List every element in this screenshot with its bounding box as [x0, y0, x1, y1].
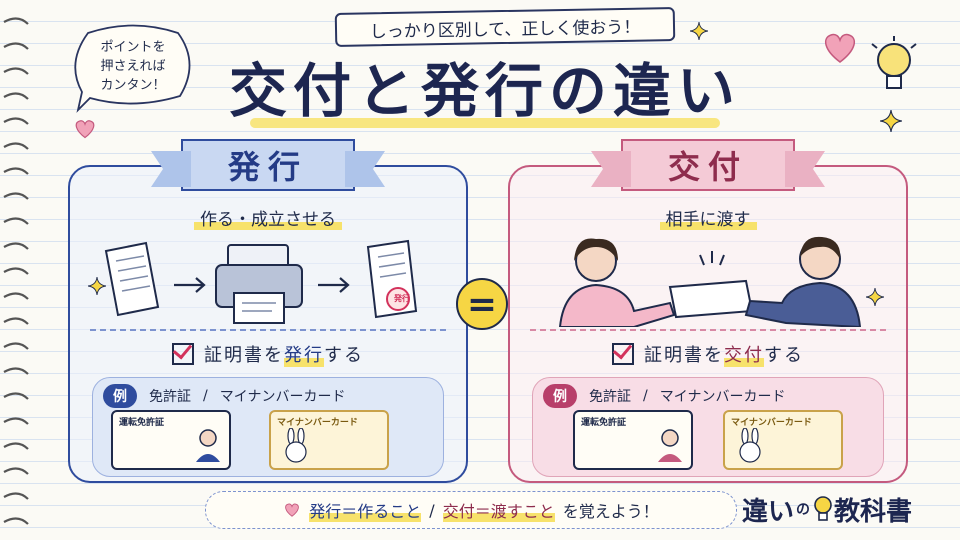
- example-license: 免許証: [589, 389, 631, 405]
- card-title: 運転免許証: [119, 418, 165, 428]
- page-title: 交付と発行の違い: [228, 57, 741, 125]
- checkbox-icon: [172, 343, 194, 365]
- mynumber-card-icon: マイナンバーカード: [269, 410, 389, 470]
- sparkle-icon: [88, 277, 106, 295]
- card-title: 運転免許証: [581, 418, 627, 428]
- tagline-banner: しっかり区別して、正しく使おう！: [334, 7, 676, 47]
- notebook-rings-icon: [3, 17, 29, 525]
- rabbit-icon: [285, 428, 307, 463]
- hakkou-divider: [90, 329, 446, 331]
- hakkou-usage-object: 証明書を: [204, 345, 284, 366]
- koufu-heading: 交付: [621, 139, 795, 191]
- site-logo: 違い の 教科書: [742, 488, 952, 530]
- koufu-divider: [530, 329, 886, 331]
- sparkle-icon: [880, 110, 902, 132]
- title-highlight: [250, 118, 720, 128]
- arrow-right-icon: [174, 277, 206, 293]
- man-icon: [744, 236, 862, 327]
- portrait-icon: [196, 429, 220, 462]
- example-license: 免許証: [149, 389, 191, 405]
- make-process-illustration: [104, 239, 418, 324]
- example-mynumber: マイナンバーカード: [659, 389, 786, 405]
- hakkou-stamp-text: 発行: [394, 294, 410, 303]
- card-title: マイナンバーカード: [277, 418, 358, 428]
- lightbulb-icon: [871, 36, 917, 89]
- footer-koufu: 交付＝渡すこと: [442, 498, 555, 522]
- example-separator: /: [643, 388, 648, 404]
- example-badge: 例: [543, 384, 577, 408]
- koufu-meaning: 相手に渡す: [510, 205, 906, 230]
- mynumber-card-icon: マイナンバーカード: [723, 410, 843, 470]
- license-card-icon: 運転免許証: [573, 410, 693, 470]
- hakkou-panel: 発行 作る・成立させる 発行 証明書を 発行 する: [68, 139, 468, 483]
- example-separator: /: [203, 388, 208, 404]
- woman-icon: [558, 238, 676, 327]
- portrait-icon: [658, 429, 682, 462]
- heart-icon: [824, 33, 856, 63]
- koufu-example-row: 例 免許証 / マイナンバーカード: [543, 384, 873, 408]
- tagline-text: しっかり区別して、正しく使おう！: [369, 17, 641, 42]
- koufu-examples: 例 免許証 / マイナンバーカード 運転免許証 マイナンバーカード: [532, 377, 884, 477]
- logo-word-1: 違い: [742, 496, 795, 527]
- card-title: マイナンバーカード: [731, 418, 812, 428]
- koufu-usage: 証明書を 交付 する: [510, 341, 906, 367]
- hakkou-examples: 例 免許証 / マイナンバーカード 運転免許証 マイナンバーカード: [92, 377, 444, 477]
- hint-bubble: ポイントを 押さえれば カンタン！: [68, 18, 198, 114]
- paper-icon: [668, 251, 754, 319]
- hakkou-example-row: 例 免許証 / マイナンバーカード: [103, 384, 433, 408]
- koufu-panel: 交付 相手に渡す 証明書を 交付 する 例 免許証 / マイナンバーカード: [508, 139, 908, 483]
- lightbulb-icon: [814, 496, 832, 521]
- example-badge: 例: [103, 384, 137, 408]
- bubble-outline-icon: [74, 24, 191, 113]
- hakkou-meaning-text: 作る・成立させる: [194, 210, 342, 230]
- sparkle-icon: [866, 288, 884, 306]
- heart-icon: [75, 120, 95, 139]
- bubble-text: ポイントを 押さえれば カンタン！: [100, 39, 166, 93]
- checkbox-icon: [612, 343, 634, 365]
- footer-hakkou: 発行＝作ること: [309, 498, 422, 522]
- koufu-usage-keyword: 交付: [724, 341, 764, 367]
- handover-illustration: [558, 236, 862, 327]
- koufu-usage-suffix: する: [764, 345, 804, 366]
- footer-separator: /: [429, 500, 435, 520]
- summary-footer: 発行＝作ること / 交付＝渡すこと を覚えよう！: [205, 491, 737, 529]
- logo-word-2: の: [796, 502, 811, 518]
- koufu-meaning-text: 相手に渡す: [659, 210, 757, 230]
- logo-word-3: 教科書: [834, 496, 913, 527]
- hakkou-meaning: 作る・成立させる: [70, 205, 466, 230]
- arrow-right-icon: [318, 277, 350, 293]
- hakkou-usage-keyword: 発行: [284, 341, 324, 367]
- rabbit-icon: [739, 428, 761, 463]
- koufu-usage-object: 証明書を: [644, 345, 724, 366]
- license-card-icon: 運転免許証: [111, 410, 231, 470]
- document-icon: [104, 241, 160, 317]
- printer-icon: [215, 244, 303, 324]
- equal-sign: =: [456, 278, 508, 330]
- hakkou-usage-suffix: する: [324, 345, 364, 366]
- example-mynumber: マイナンバーカード: [219, 389, 346, 405]
- sparkle-icon: [690, 22, 708, 40]
- heart-icon: [285, 503, 300, 517]
- hakkou-usage: 証明書を 発行 する: [70, 341, 466, 367]
- hakkou-heading: 発行: [181, 139, 355, 191]
- footer-remember: を覚えよう！: [562, 502, 659, 521]
- issued-document-icon: [366, 239, 418, 319]
